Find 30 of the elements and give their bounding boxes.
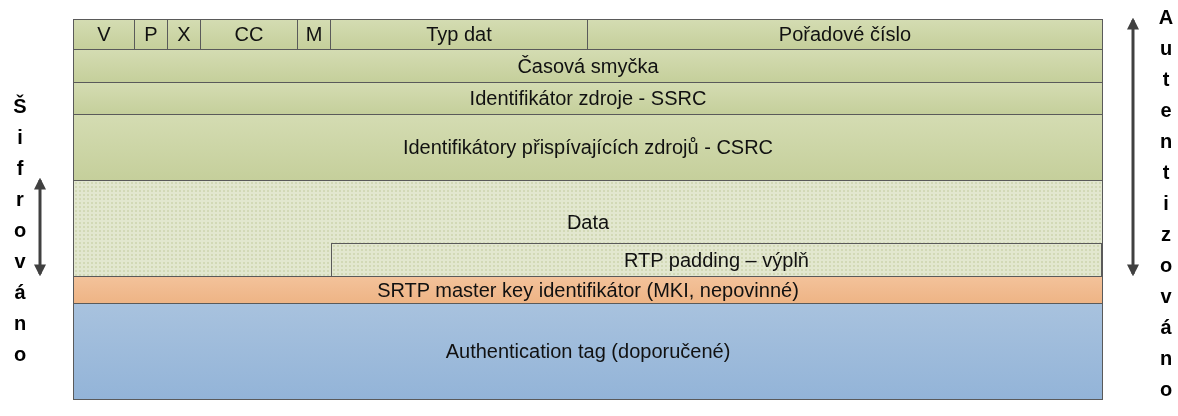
data-area bbox=[73, 180, 1103, 277]
field-row bbox=[73, 276, 1103, 304]
field-cell bbox=[200, 19, 298, 50]
field-label: V bbox=[97, 23, 111, 46]
field-label: CC bbox=[234, 23, 264, 46]
field-cell bbox=[297, 19, 331, 50]
field-row bbox=[73, 49, 1103, 83]
field-label: SRTP master key identifikátor (MKI, nepovinné) bbox=[377, 278, 799, 302]
field-cell bbox=[587, 19, 1103, 50]
field-label: M bbox=[305, 23, 323, 46]
field-row bbox=[73, 303, 1103, 400]
vertical-label: Šifrováno bbox=[8, 95, 31, 374]
field-cell bbox=[330, 19, 588, 50]
field-cell bbox=[167, 19, 201, 50]
padding-area bbox=[331, 243, 1102, 277]
field-label: Data bbox=[566, 211, 610, 234]
field-label: Pořadové číslo bbox=[778, 23, 912, 46]
field-row bbox=[73, 114, 1103, 181]
field-label: Časová smyčka bbox=[517, 54, 659, 78]
field-label: Authentication tag (doporučené) bbox=[445, 340, 731, 363]
field-label: RTP padding – výplň bbox=[624, 248, 809, 272]
field-label: X bbox=[177, 23, 191, 46]
field-row bbox=[73, 82, 1103, 115]
field-cell bbox=[73, 19, 135, 50]
field-cell bbox=[134, 19, 168, 50]
field-label: Typ dat bbox=[426, 23, 492, 46]
field-label: Identifikátory přispívajících zdrojů - CSRC bbox=[402, 136, 774, 159]
vertical-label: Autentizováno bbox=[1154, 6, 1177, 409]
field-label: Identifikátor zdroje - SSRC bbox=[469, 87, 707, 110]
field-label: P bbox=[144, 23, 158, 46]
